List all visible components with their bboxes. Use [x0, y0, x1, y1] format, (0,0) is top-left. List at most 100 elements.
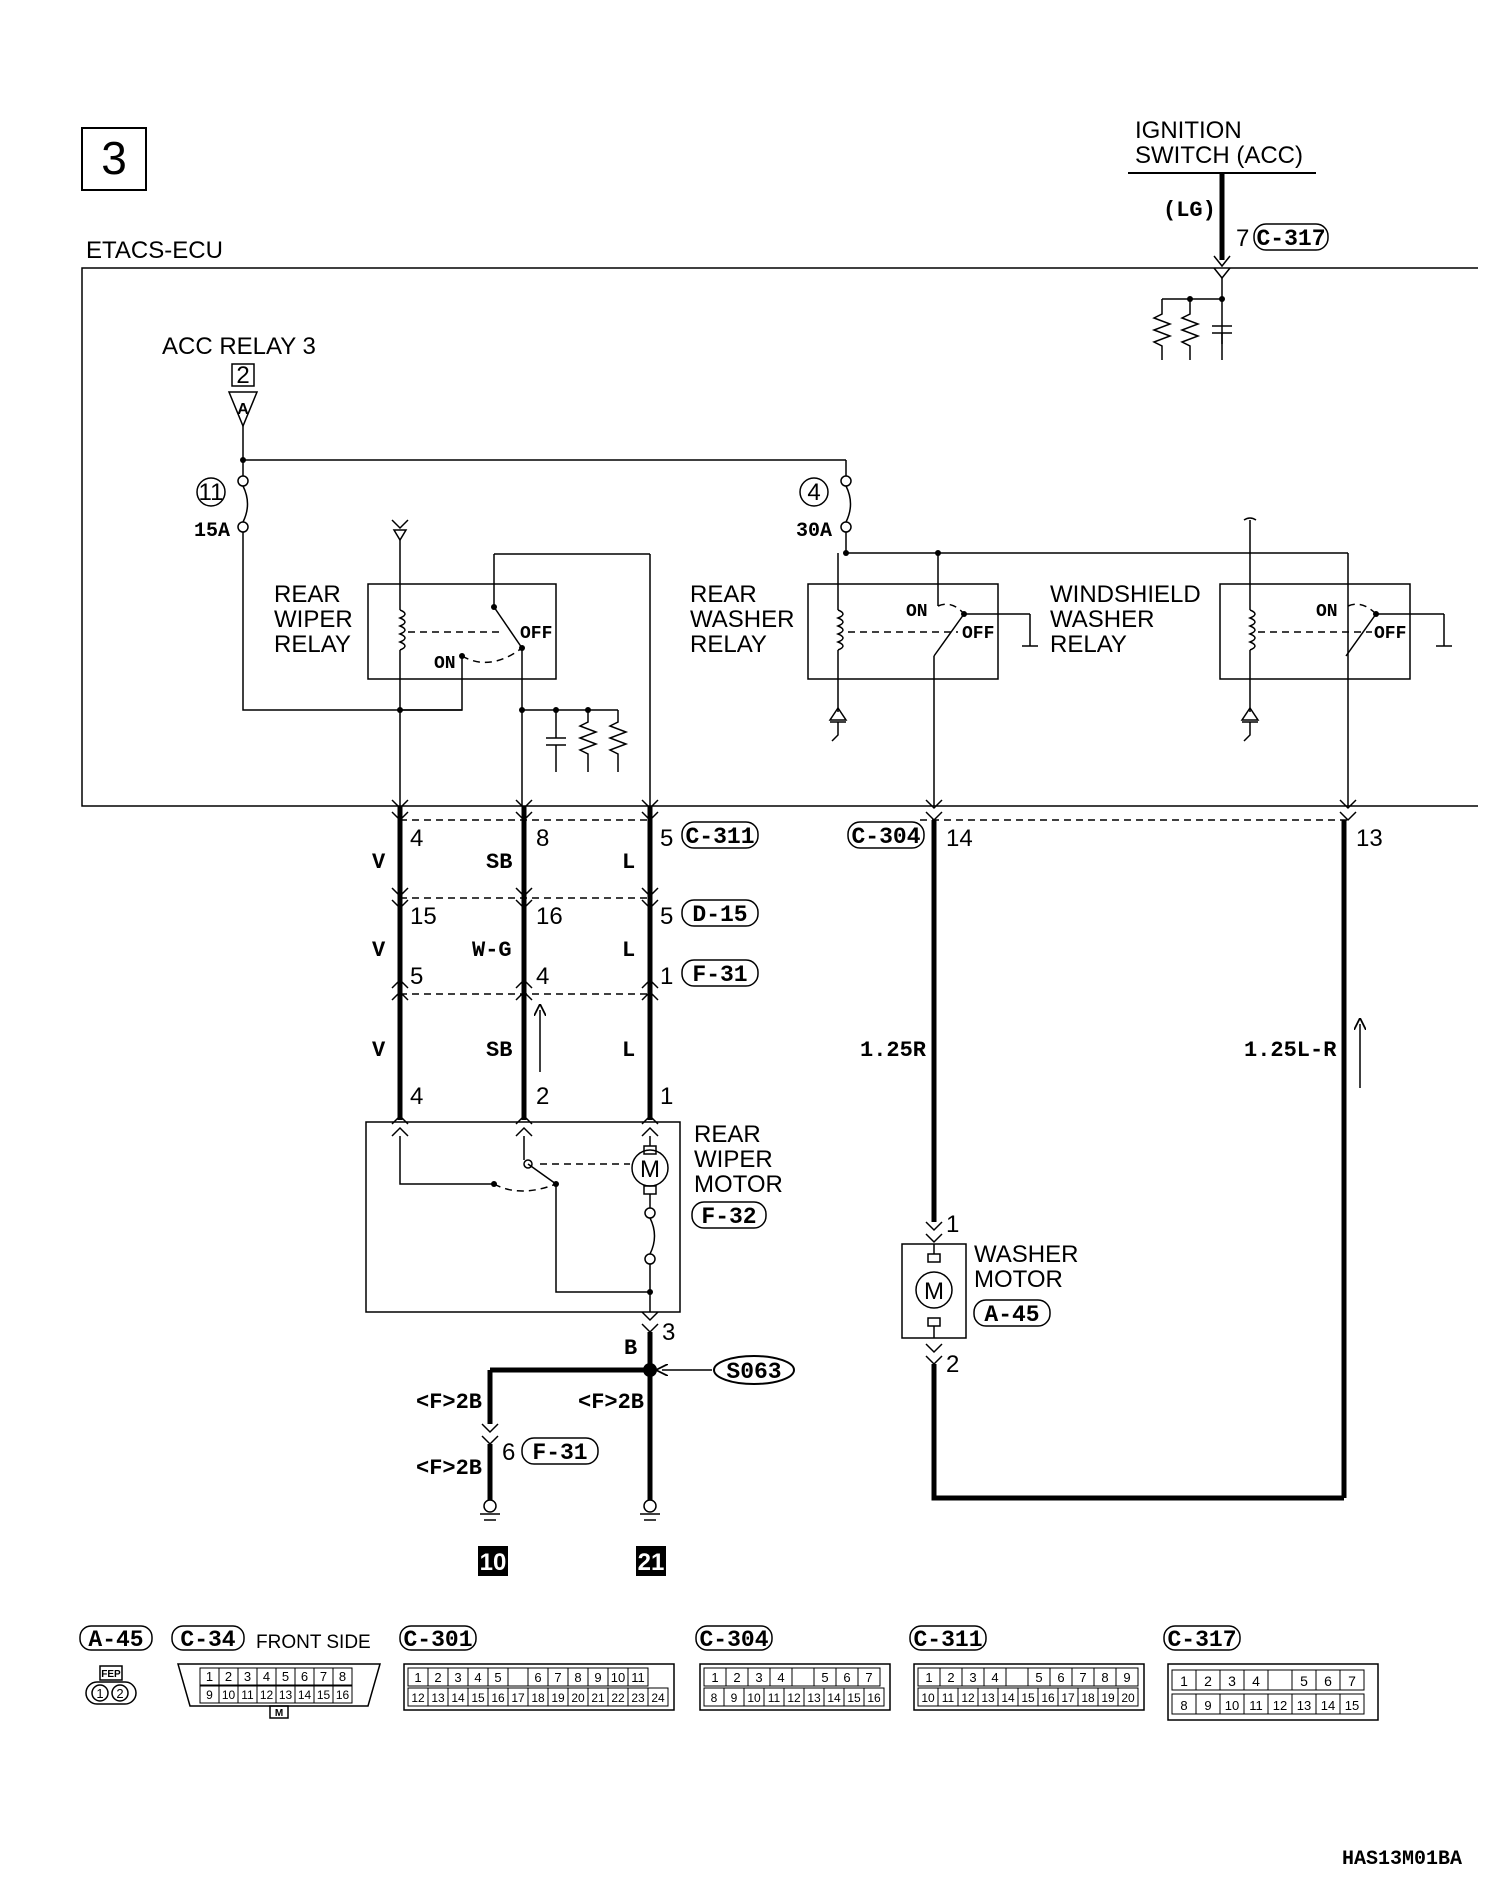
legend-pin-label: 8 [711, 1691, 718, 1705]
legend-pin-label: 5 [821, 1670, 828, 1685]
legend-pin-label: 16 [336, 1688, 350, 1702]
rear-washer-relay-l3: RELAY [690, 631, 767, 658]
pin-row2-a: 15 [410, 903, 437, 930]
legend-pin-label: 3 [969, 1670, 976, 1685]
ignition-connector: C-317 [1256, 226, 1325, 252]
legend-pin-label: 4 [777, 1670, 784, 1685]
wire-seg1-c: L [622, 850, 635, 875]
legend-a45: A-45 [88, 1627, 143, 1653]
wire-seg1-a: V [372, 850, 386, 875]
ground-f2b-right: <F>2B [578, 1390, 644, 1415]
legend-pin-label: 9 [1204, 1698, 1211, 1713]
legend-pin-label: 1 [925, 1670, 932, 1685]
legend-pin-label: 7 [865, 1670, 872, 1685]
legend-pin-label: 14 [451, 1691, 465, 1705]
right-wire-a: 1.25R [860, 1038, 927, 1063]
legend-pin-label: 7 [1079, 1670, 1086, 1685]
legend-c317: C-317 [1167, 1627, 1236, 1653]
legend-pin-label: 12 [787, 1691, 801, 1705]
conn-d15: D-15 [692, 902, 747, 928]
pin-row2-c: 5 [660, 903, 673, 930]
right-pin-b: 13 [1356, 825, 1383, 852]
legend-pin-label: 13 [1297, 1698, 1311, 1713]
legend-pin-label: 14 [1001, 1691, 1015, 1705]
legend-pin-label: 15 [1345, 1698, 1359, 1713]
legend-pin-label: 12 [1273, 1698, 1287, 1713]
ground-wire-b: B [624, 1336, 637, 1361]
legend-pin-label: 7 [1348, 1673, 1356, 1689]
legend-pin-label: 18 [531, 1691, 545, 1705]
page-number-box [81, 127, 147, 191]
legend-pin-label: 16 [1041, 1691, 1055, 1705]
legend-pin-label: 4 [263, 1669, 270, 1684]
legend-pin-label: 11 [241, 1688, 254, 1702]
conn-f31: F-31 [692, 962, 747, 988]
legend-pin-label: 2 [434, 1670, 441, 1685]
legend-a45-top: FEP [101, 1669, 121, 1680]
legend-pin-label: 5 [1300, 1673, 1308, 1689]
ignition-label-2: SWITCH (ACC) [1135, 142, 1303, 169]
legend-pin-label: 6 [301, 1669, 308, 1684]
legend-pin-label: 8 [339, 1669, 346, 1684]
legend-pin-label: 1 [1180, 1673, 1188, 1689]
pin-row1-b: 8 [536, 825, 549, 852]
legend-pin-label: 7 [320, 1669, 327, 1684]
legend-pin-label: 10 [611, 1670, 625, 1685]
legend-pin-label: 24 [651, 1691, 665, 1705]
legend-pin-label: 12 [260, 1688, 274, 1702]
legend-pin-cell [627, 1667, 649, 1687]
legend-pin-label: 9 [594, 1670, 601, 1685]
legend-c311: C-311 [913, 1627, 982, 1653]
conn-c304: C-304 [851, 824, 920, 850]
legend-pin-label: 11 [942, 1691, 955, 1705]
legend-c34: C-34 [180, 1627, 235, 1653]
legend-a45-p1: 1 [96, 1686, 103, 1701]
wire-seg3-b: SB [486, 1038, 512, 1063]
pin-row1-c: 5 [660, 825, 673, 852]
legend-pin-label: 17 [511, 1691, 525, 1705]
legend-pin-label: 21 [591, 1691, 605, 1705]
legend-pin-label: 20 [571, 1691, 585, 1705]
fuse-left-number: 11 [199, 479, 224, 506]
splice-s063: S063 [726, 1359, 781, 1385]
legend-pin-cell [332, 1685, 353, 1704]
page-number: 3 [101, 132, 127, 184]
legend-pin-label: 14 [1321, 1698, 1335, 1713]
ignition-label-1: IGNITION [1135, 117, 1242, 144]
ground-ref-right: 21 [638, 1549, 665, 1576]
rear-wiper-relay-l2: WIPER [274, 606, 353, 633]
ignition-wire-color: (LG) [1163, 198, 1216, 223]
legend-c304: C-304 [699, 1627, 768, 1653]
legend-pin-label: 19 [551, 1691, 565, 1705]
fuse-right-number: 4 [807, 479, 820, 506]
legend-pin-cell [863, 1687, 885, 1707]
pin-row4-c: 1 [660, 1083, 673, 1110]
windshield-washer-relay-l1: WINDSHIELD [1050, 581, 1201, 608]
legend-pin-label: 8 [1101, 1670, 1108, 1685]
legend-pin-label: 11 [768, 1691, 781, 1705]
wire-seg3-a: V [372, 1038, 386, 1063]
pin-row2-b: 16 [536, 903, 563, 930]
rear-washer-relay-off: OFF [962, 624, 994, 644]
ecu-boundary [81, 267, 1478, 807]
legend-pin-label: 20 [1121, 1691, 1135, 1705]
legend-c301: C-301 [403, 1627, 472, 1653]
conn-a45: A-45 [984, 1302, 1039, 1328]
legend-pin-label: 2 [947, 1670, 954, 1685]
legend-pin-label: 8 [1180, 1698, 1187, 1713]
pin-row3-a: 5 [410, 963, 423, 990]
legend-pin-label: 6 [1057, 1670, 1064, 1685]
windshield-washer-relay-l3: RELAY [1050, 631, 1127, 658]
legend-pin-label: 13 [807, 1691, 821, 1705]
rear-washer-relay-box [807, 583, 999, 680]
ground-f2b-left2: <F>2B [416, 1456, 482, 1481]
washer-motor-l1: WASHER [974, 1241, 1078, 1268]
legend-pin-label: 2 [225, 1669, 232, 1684]
legend-pin-label: 3 [454, 1670, 461, 1685]
legend-pin-label: 15 [317, 1688, 331, 1702]
